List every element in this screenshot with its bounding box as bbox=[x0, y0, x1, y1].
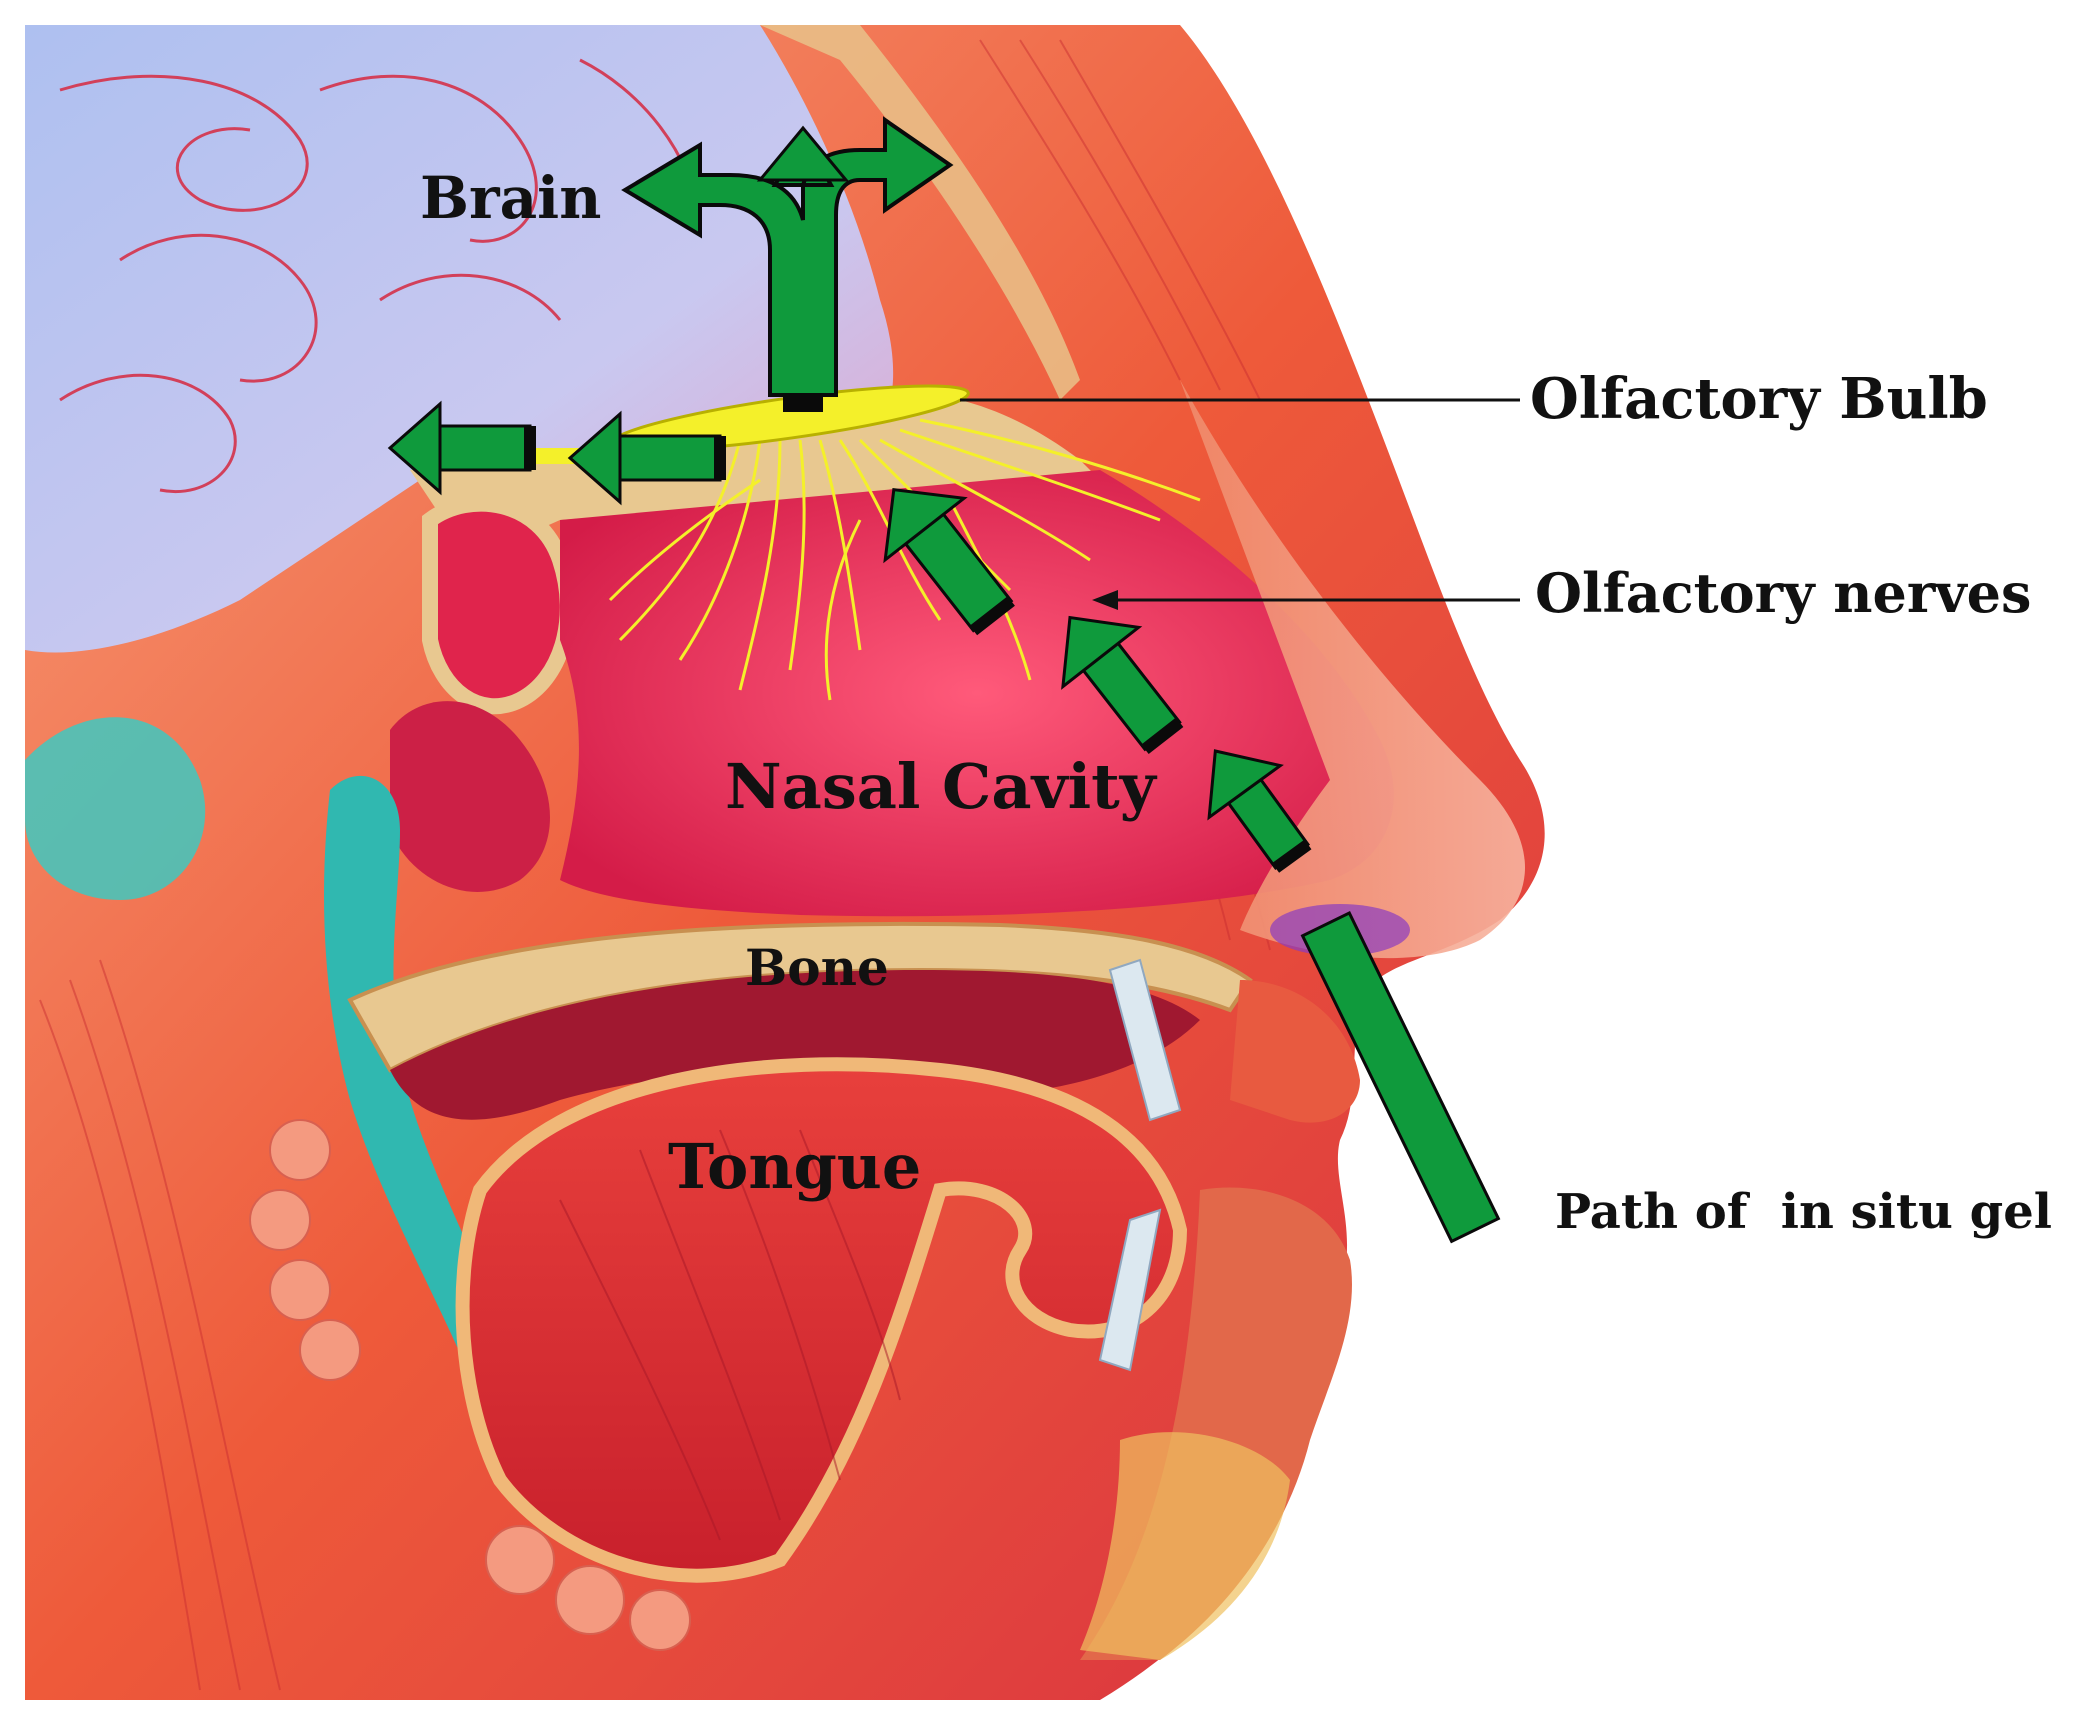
skull-bone bbox=[760, 25, 1080, 400]
arrow-path-of-gel bbox=[1300, 911, 1501, 1244]
chin-fat bbox=[1080, 1432, 1290, 1660]
arrow-left-far bbox=[387, 400, 536, 496]
olfactory-nerve-fibers bbox=[608, 418, 1201, 701]
tongue bbox=[455, 1057, 1188, 1583]
arrow-cavity-lower bbox=[1207, 749, 1312, 873]
nasal-cavity bbox=[560, 470, 1394, 917]
tongue-fibers bbox=[559, 1129, 901, 1541]
label-tongue: Tongue bbox=[668, 1130, 921, 1203]
upper-lip bbox=[1230, 980, 1360, 1123]
salivary-glands bbox=[249, 1119, 691, 1651]
nose bbox=[1180, 380, 1525, 959]
oral-cavity bbox=[390, 970, 1200, 1120]
upper-tooth bbox=[1108, 958, 1182, 1122]
sphenoid-sinus bbox=[422, 495, 576, 715]
label-olfactory-nerves: Olfactory nerves bbox=[1535, 561, 2031, 625]
label-nasal-cavity: Nasal Cavity bbox=[725, 750, 1158, 823]
posterior-sinus bbox=[390, 701, 550, 892]
arrow-left-near bbox=[567, 410, 726, 506]
lower-tooth bbox=[1098, 1208, 1162, 1372]
eustachian-tube bbox=[324, 775, 520, 1400]
leader-olfactory-nerves-arrowhead bbox=[1092, 590, 1118, 610]
arrow-branch-to-brain bbox=[621, 116, 954, 412]
arrow-cavity-middle bbox=[1061, 615, 1184, 755]
brain-folds bbox=[59, 58, 702, 493]
label-olfactory-bulb: Olfactory Bulb bbox=[1530, 366, 1988, 432]
label-bone: Bone bbox=[745, 938, 889, 997]
ear-structure bbox=[25, 717, 206, 900]
arrows bbox=[387, 116, 1501, 1244]
arrow-cavity-upper bbox=[883, 488, 1015, 636]
label-brain: Brain bbox=[420, 164, 601, 232]
label-path-of-gel: Path of in situ gel bbox=[1555, 1184, 2052, 1240]
